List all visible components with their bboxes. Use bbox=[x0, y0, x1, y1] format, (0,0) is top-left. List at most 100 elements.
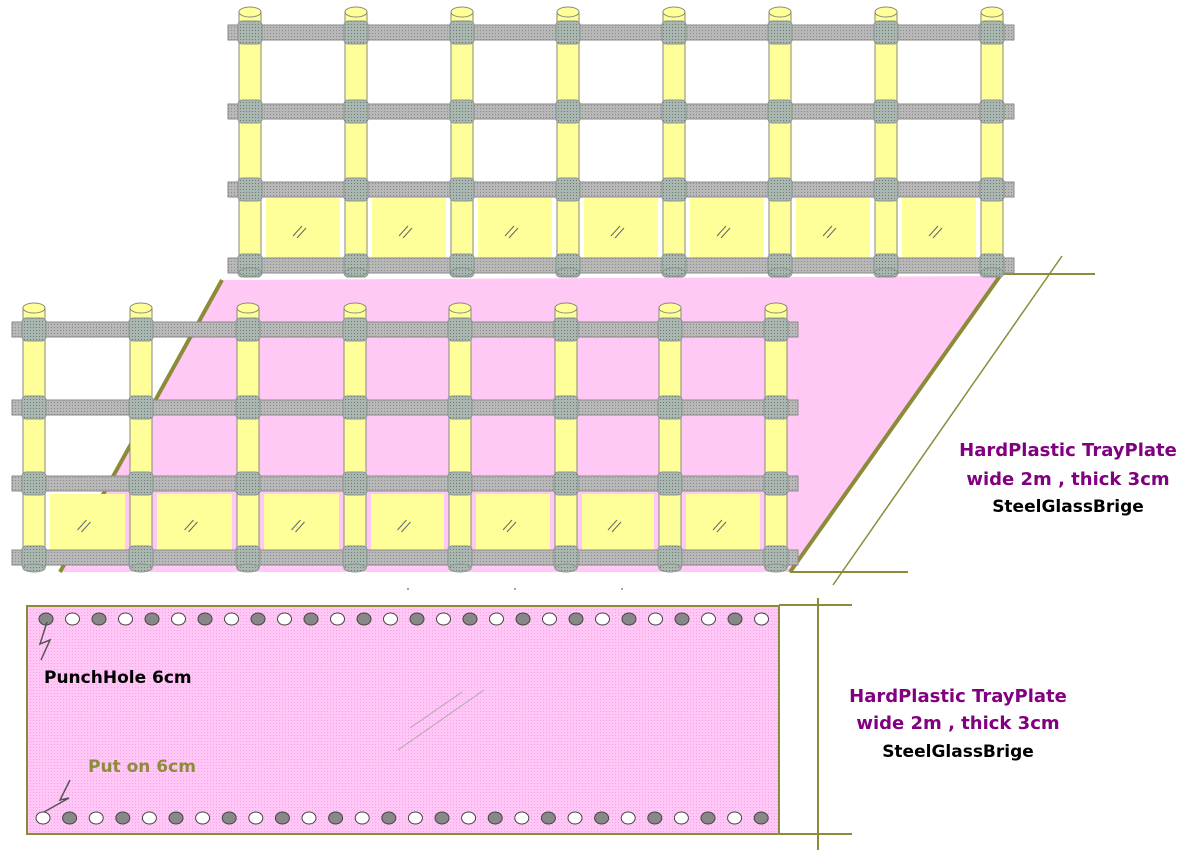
pillar-clamp-band bbox=[342, 395, 368, 420]
pillar-base bbox=[450, 267, 474, 277]
glass-pane bbox=[584, 198, 658, 258]
glass-reflection bbox=[402, 227, 413, 239]
punch-hole-label: PunchHole 6cm bbox=[44, 668, 192, 688]
glass-pane bbox=[582, 494, 654, 550]
pillar-base bbox=[980, 267, 1004, 277]
punch-hole bbox=[727, 811, 743, 825]
pillar-body bbox=[238, 11, 262, 273]
horizontal-beam bbox=[11, 549, 799, 566]
glass-pane bbox=[371, 494, 444, 550]
punch-hole bbox=[35, 811, 51, 825]
pillar-clamp-band bbox=[342, 317, 368, 342]
horizontal-beam bbox=[11, 321, 799, 338]
pillar-clamp-band bbox=[449, 20, 475, 45]
pillar-clamp-band bbox=[21, 471, 47, 496]
pillar-cap bbox=[343, 302, 367, 314]
punch-hole bbox=[595, 612, 610, 626]
pillar-base bbox=[554, 563, 578, 573]
horizontal-beam bbox=[227, 24, 1015, 41]
pillar-clamp-band bbox=[237, 99, 263, 124]
glass-reflection bbox=[716, 521, 727, 533]
glass-reflection bbox=[611, 521, 622, 533]
pillar-clamp-band bbox=[237, 20, 263, 45]
horizontal-beam bbox=[11, 475, 799, 492]
punch-hole bbox=[515, 612, 531, 626]
ground-dot bbox=[407, 588, 409, 590]
punch-hole bbox=[434, 811, 450, 825]
pillar-clamp-band bbox=[128, 395, 154, 420]
pillar-clamp-band bbox=[21, 317, 47, 342]
pillar-clamp-band bbox=[979, 99, 1005, 124]
pillar-clamp-band bbox=[763, 317, 789, 342]
punch-hole bbox=[462, 612, 478, 626]
pillar-base bbox=[556, 267, 580, 277]
punch-hole bbox=[594, 811, 610, 825]
glass-pane bbox=[372, 198, 446, 258]
punch-hole bbox=[301, 811, 317, 825]
punch-hole bbox=[248, 811, 264, 825]
punch-hole bbox=[409, 612, 425, 626]
punch-hole bbox=[221, 811, 237, 825]
pillar-cap bbox=[450, 6, 474, 18]
pillar-clamp-band bbox=[343, 177, 369, 202]
pillar-base bbox=[874, 267, 898, 277]
glass-reflection bbox=[398, 225, 409, 237]
put-on-label: Put on 6cm bbox=[88, 757, 196, 777]
punch-hole bbox=[381, 811, 397, 825]
punch-hole bbox=[330, 612, 345, 626]
glass-reflection bbox=[77, 519, 87, 531]
pillar-clamp-band bbox=[763, 471, 789, 496]
glass-pane bbox=[266, 198, 340, 258]
punch-hole bbox=[118, 612, 133, 626]
pillar-clamp-band bbox=[555, 99, 581, 124]
pillar-base bbox=[238, 267, 262, 277]
ground-dot bbox=[621, 588, 623, 590]
punch-hole bbox=[195, 811, 211, 825]
glass-reflection bbox=[504, 225, 515, 237]
punch-hole bbox=[727, 612, 743, 626]
punch-hole bbox=[673, 811, 689, 825]
punch-hole bbox=[648, 612, 663, 626]
pillar-base bbox=[768, 267, 792, 277]
pillar-clamp-band bbox=[343, 20, 369, 45]
dim-line-diagonal bbox=[832, 255, 1063, 586]
glass-reflection bbox=[508, 227, 519, 239]
pillar-body bbox=[22, 307, 46, 569]
punch-hole bbox=[568, 612, 584, 626]
horizontal-beam bbox=[11, 399, 799, 416]
pillar-cap bbox=[448, 302, 472, 314]
pillar-base bbox=[764, 563, 788, 573]
glass-pane bbox=[902, 198, 976, 258]
punch-hole bbox=[303, 612, 319, 626]
punch-hole bbox=[436, 612, 451, 626]
pillar-body bbox=[129, 307, 153, 569]
lower-plate-name: SteelGlassBrige bbox=[882, 742, 1034, 762]
pillar-clamp-band bbox=[873, 20, 899, 45]
pillar-clamp-band bbox=[237, 177, 263, 202]
plan-glass-reflection bbox=[397, 689, 485, 751]
punch-hole bbox=[88, 811, 104, 825]
punch-hole bbox=[621, 612, 637, 626]
pillar-clamp-band bbox=[979, 177, 1005, 202]
pillar-base bbox=[658, 563, 682, 573]
pillar-body bbox=[874, 11, 898, 273]
punch-hole bbox=[115, 811, 131, 825]
pillar-body bbox=[344, 11, 368, 273]
punch-hole bbox=[674, 612, 690, 626]
glass-reflection bbox=[291, 519, 301, 531]
pillar-clamp-band bbox=[657, 471, 683, 496]
punch-hole bbox=[356, 612, 372, 626]
pillar-body bbox=[556, 11, 580, 273]
punch-hole bbox=[65, 612, 80, 626]
pillar-clamp-band bbox=[235, 395, 261, 420]
pillar-clamp-band bbox=[447, 317, 473, 342]
plan-view-plate bbox=[26, 605, 780, 835]
back-railing bbox=[227, 6, 1015, 278]
pillar-clamp-band bbox=[342, 471, 368, 496]
pillar-clamp-band bbox=[235, 471, 261, 496]
pillar-base bbox=[662, 267, 686, 277]
punch-hole bbox=[328, 811, 344, 825]
glass-pane bbox=[476, 494, 550, 550]
punch-hole bbox=[489, 612, 504, 626]
